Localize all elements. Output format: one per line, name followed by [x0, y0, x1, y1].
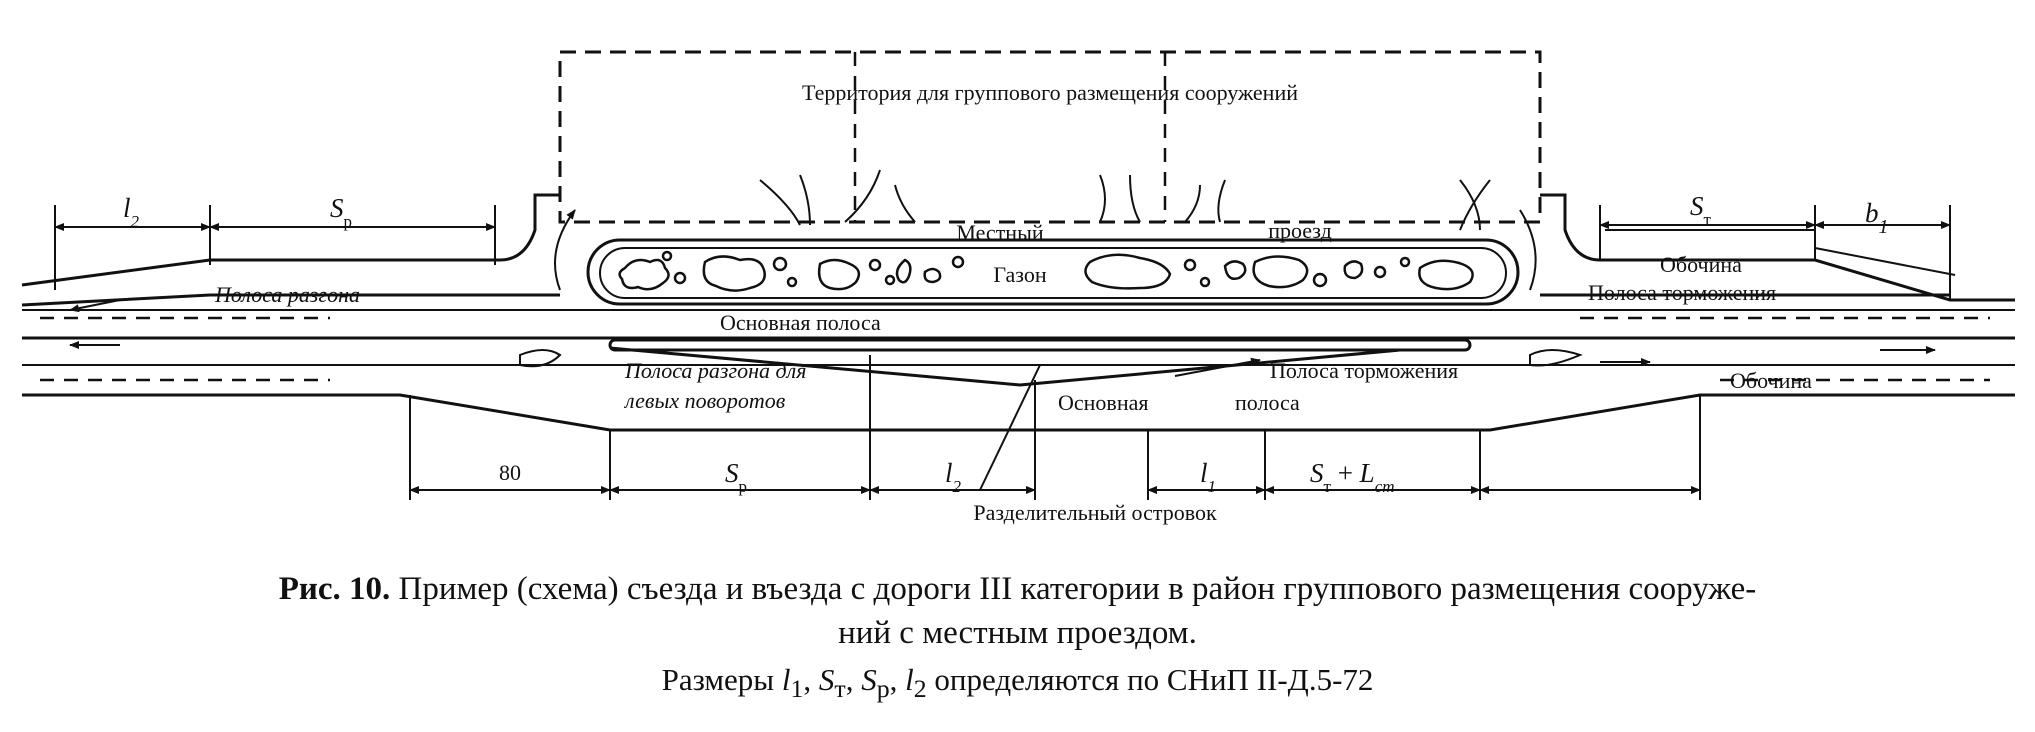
var-sp-sub: р: [876, 674, 890, 704]
shoulder-bottom-label: Обочина: [1730, 368, 1812, 393]
territory-boundary: [558, 50, 1542, 224]
main-road: [21, 193, 2015, 432]
decel-lane-center-label: Полоса торможения: [1270, 358, 1458, 383]
dim-l2-bottom: l2: [945, 458, 962, 496]
local-road-label-2: проезд: [1268, 218, 1332, 243]
var-l2: l: [905, 662, 914, 697]
lawn-label: Газон: [993, 262, 1046, 287]
sep-3: ,: [889, 662, 906, 697]
territory-label: Территория для группового размещения соо…: [802, 80, 1298, 105]
accel-lane-label: Полоса разгона: [214, 282, 360, 307]
caption-line-1: Рис. 10. Пример (схема) съезда и въезда …: [0, 568, 2035, 610]
lawn-island: [586, 238, 1520, 306]
dim-80: 80: [499, 460, 521, 485]
left-accel-label-2: левых поворотов: [623, 388, 786, 413]
ramp-curves: [69, 169, 1936, 366]
road-junction-diagram: Территория для группового размещения соо…: [21, 50, 2015, 525]
sep-1: ,: [803, 662, 819, 697]
separating-island-label: Разделительный островок: [973, 500, 1217, 525]
main-lane-top-label: Основная полоса: [720, 310, 881, 335]
lawn-texture: [618, 250, 1474, 292]
caption-suffix: определяются по СНиП II-Д.5-72: [926, 662, 1374, 697]
var-l1: l: [781, 662, 791, 697]
var-l1-sub: 1: [790, 674, 804, 704]
main-lane-bottom-label-a: Основная: [1058, 390, 1148, 415]
dimension-lines-bottom: [409, 355, 1701, 500]
shoulder-right-label: Обочина: [1660, 252, 1742, 277]
dim-b1: b1: [1865, 198, 1889, 238]
dim-sp-bottom: Sp: [725, 458, 747, 496]
local-road-label-1: Местный: [956, 220, 1044, 245]
caption-line-2: ний с местным проездом.: [838, 615, 1197, 651]
dim-st-top: Sт: [1690, 191, 1712, 229]
caption-text-1: Пример (схема) съезда и въезда с дороги …: [390, 571, 1757, 607]
caption-prefix: Размеры: [661, 662, 782, 697]
sep-2: ,: [845, 662, 862, 697]
caption-line-3: Размеры l1, Sт, Sр, l2 определяются по С…: [0, 660, 2035, 709]
var-l2-sub: 2: [913, 674, 927, 704]
dim-st-lcm: Sт + Lcm: [1310, 458, 1395, 496]
var-sp: S: [861, 662, 877, 697]
separating-island: [519, 338, 1583, 491]
main-lane-bottom-label-b: полоса: [1235, 390, 1300, 415]
dim-sp-top: Sp: [330, 193, 352, 231]
dimension-lines-top: [54, 205, 1951, 300]
figure-label: Рис. 10.: [278, 571, 391, 607]
var-st-sub: т: [834, 674, 846, 704]
decel-lane-right-label: Полоса торможения: [1588, 280, 1776, 305]
dim-l1-bottom: l1: [1200, 458, 1216, 496]
left-accel-label-1: Полоса разгона для: [624, 358, 806, 383]
var-st: S: [818, 662, 835, 697]
dim-l2-top: l2: [123, 193, 140, 231]
